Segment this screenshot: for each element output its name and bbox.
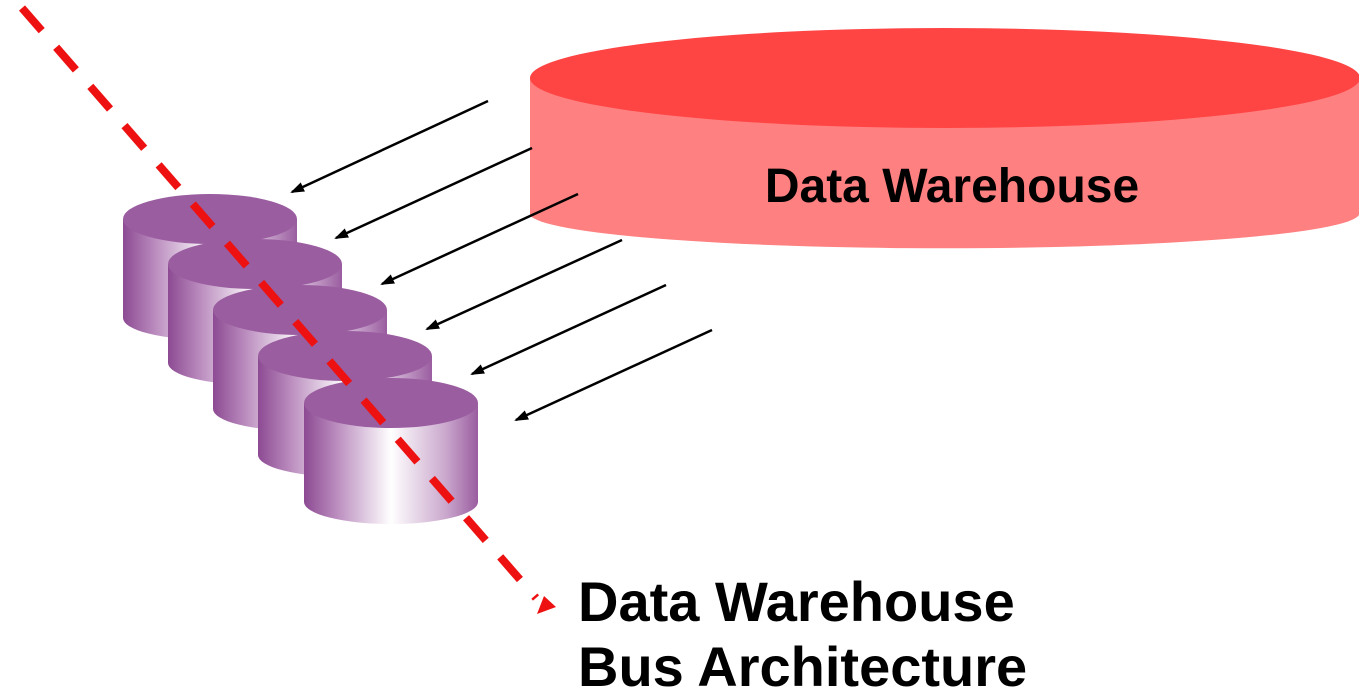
feed-arrows [290,99,713,422]
data-marts [123,194,478,524]
feed-arrow [334,146,533,240]
warehouse-label: Data Warehouse [765,160,1139,213]
feed-arrow [514,328,713,422]
feed-arrow [380,192,579,286]
bus-label-line2: Bus Architecture [578,635,1027,694]
feed-arrow [470,283,667,376]
bus-line-arrowhead [537,596,556,614]
warehouse-top [530,28,1359,128]
data-warehouse-cylinder: Data Warehouse [530,28,1359,249]
feed-arrow [290,99,489,194]
bus-architecture-label: Data Warehouse Bus Architecture [578,570,1027,694]
bus-label-line1: Data Warehouse [578,570,1015,633]
data-mart-cylinder [304,378,478,524]
feed-arrow [425,238,623,331]
bus-line [18,5,556,614]
